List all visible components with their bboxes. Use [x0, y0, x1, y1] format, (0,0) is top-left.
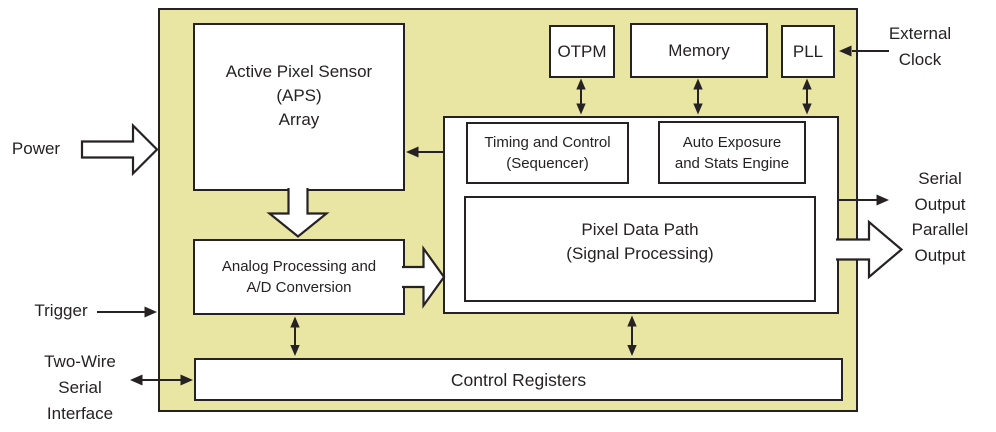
timing-label-line-2: (Sequencer) — [506, 155, 589, 172]
pixel-data-path-label: Pixel Data Path (Signal Processing) — [566, 218, 713, 266]
analog-adc-label-line-2: A/D Conversion — [246, 279, 352, 296]
auto-exposure-label-line-1: Auto Exposure — [682, 133, 782, 151]
block-auto-exposure: Auto Exposure and Stats Engine — [658, 121, 806, 184]
pixel-data-path-label-line-1: Pixel Data Path — [581, 220, 699, 239]
memory-label: Memory — [668, 40, 730, 60]
parallel-output-label-line-1: Parallel — [911, 220, 969, 239]
two-wire-label-line-1: Two-Wire — [44, 352, 116, 371]
two-wire-serial-label: Two-Wire Serial Interface — [18, 349, 142, 427]
power-input-arrow — [80, 122, 159, 177]
pixel-data-path-label-line-2: (Signal Processing) — [566, 244, 714, 263]
block-aps-array: Active Pixel Sensor (APS) Array — [193, 23, 405, 191]
serial-output-label: Serial Output — [890, 166, 990, 218]
timing-label: Timing and Control (Sequencer) — [484, 132, 610, 174]
serial-output-label-line-1: Serial — [918, 169, 962, 188]
block-timing-control: Timing and Control (Sequencer) — [466, 122, 629, 184]
block-pixel-data-path: Pixel Data Path (Signal Processing) — [464, 196, 816, 302]
aps-label-line-2: (APS) — [276, 86, 322, 105]
external-clock-label-line-2: Clock — [898, 50, 942, 69]
aps-label: Active Pixel Sensor (APS) Array — [226, 60, 372, 132]
two-wire-label-line-3: Interface — [46, 404, 114, 423]
trigger-input-arrow — [97, 306, 157, 318]
parallel-output-label: Parallel Output — [889, 217, 991, 269]
aps-label-line-3: Array — [278, 110, 320, 129]
block-memory: Memory — [630, 23, 768, 78]
trigger-label: Trigger — [34, 301, 88, 320]
auto-exposure-label: Auto Exposure and Stats Engine — [675, 132, 789, 174]
pll-label: PLL — [792, 41, 824, 61]
analog-adc-label: Analog Processing and A/D Conversion — [222, 256, 376, 298]
external-clock-label-line-1: External — [888, 24, 952, 43]
block-control-registers: Control Registers — [194, 358, 843, 401]
parallel-output-label-line-2: Output — [914, 246, 966, 265]
block-otpm: OTPM — [549, 25, 615, 78]
serial-output-label-line-2: Output — [914, 195, 966, 214]
block-pll: PLL — [781, 25, 835, 78]
auto-exposure-label-line-2: and Stats Engine — [674, 154, 790, 172]
analog-adc-label-line-1: Analog Processing and — [221, 258, 377, 275]
aps-label-line-1: Active Pixel Sensor — [225, 62, 373, 81]
control-registers-label: Control Registers — [450, 369, 587, 390]
external-clock-label: External Clock — [868, 21, 972, 73]
block-analog-adc: Analog Processing and A/D Conversion — [193, 239, 405, 315]
power-label: Power — [11, 139, 61, 158]
otpm-label: OTPM — [557, 41, 607, 61]
timing-label-line-1: Timing and Control — [484, 134, 611, 151]
two-wire-label-line-2: Serial — [58, 378, 102, 397]
